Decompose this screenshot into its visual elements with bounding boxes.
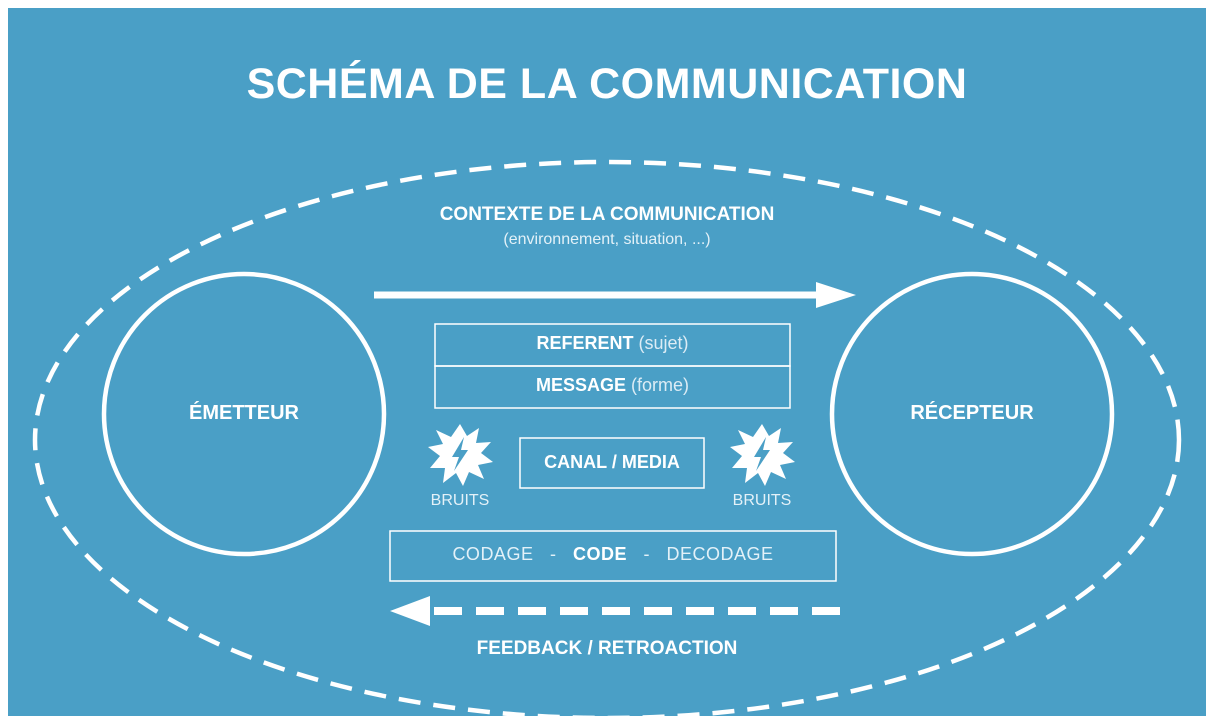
encoding-text: CODAGE (452, 544, 534, 564)
receiver-circle (829, 271, 1115, 557)
feedback-label: FEEDBACK / RETROACTION (476, 638, 738, 659)
channel-text: CANAL / MEDIA (544, 452, 680, 472)
context-ellipse (32, 159, 1182, 716)
code-box (389, 530, 837, 582)
diagram-title: SCHÉMA DE LA COMMUNICATION (246, 60, 968, 108)
message-note: (forme) (631, 375, 690, 395)
emitter-label: ÉMETTEUR (189, 402, 299, 424)
noise-right-label: BRUITS (732, 492, 792, 509)
message-label: MESSAGE (forme) (435, 375, 790, 396)
channel-label: CANAL / MEDIA (520, 452, 704, 473)
diagram-canvas: SCHÉMA DE LA COMMUNICATION CONTEXTE DE L… (8, 8, 1206, 716)
referent-text: REFERENT (536, 333, 634, 353)
message-box (434, 365, 791, 409)
noise-left-label: BRUITS (430, 492, 490, 509)
referent-label: REFERENT (sujet) (435, 333, 790, 354)
code-separator-left: - (549, 544, 557, 564)
noise-right-icon (730, 424, 795, 486)
referent-note: (sujet) (638, 333, 689, 353)
context-subtitle: (environnement, situation, ...) (503, 231, 711, 248)
decoding-text: DECODAGE (666, 544, 774, 564)
message-text: MESSAGE (535, 375, 626, 395)
noise-left-icon (428, 424, 493, 486)
channel-box (519, 437, 705, 489)
code-text: CODE (572, 544, 627, 564)
context-title: CONTEXTE DE LA COMMUNICATION (439, 204, 775, 225)
receiver-label: RÉCEPTEUR (910, 402, 1034, 424)
emitter-circle (101, 271, 387, 557)
code-label: CODAGE - CODE - DECODAGE (390, 544, 836, 565)
diagram-graphics (32, 159, 1182, 716)
message-arrow (374, 282, 856, 308)
feedback-arrow (390, 596, 840, 626)
code-separator-right: - (643, 544, 651, 564)
